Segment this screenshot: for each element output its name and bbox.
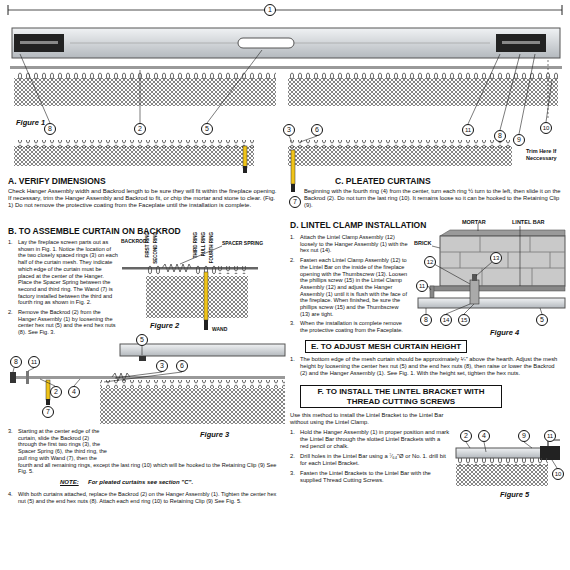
instruction-text: 1. [290, 429, 295, 436]
section-heading: E. TO ADJUST MESH CURTAIN HEIGHT [305, 340, 467, 354]
instruction-text: When the installation is complete remove… [300, 320, 408, 333]
part-label: MORTAR [462, 219, 486, 226]
instruction-text: 1. [8, 239, 13, 246]
callout-number: 5 [536, 314, 548, 326]
note-label: NOTE: [60, 479, 79, 486]
callout-number: 6 [311, 124, 323, 136]
section-heading: F. TO INSTALL THE LINTEL BRACKET WITH TH… [300, 385, 502, 408]
section-heading: D. LINTEL CLAMP INSTALLATION [290, 220, 426, 230]
part-label: Trim Here If Neccessary [526, 148, 568, 161]
instruction-text: Remove the Backrod (2) from the Hanger A… [18, 309, 118, 336]
instruction-text: 3. [290, 470, 295, 477]
instruction-text: 3. [8, 428, 13, 435]
instruction-text: 4. [8, 491, 13, 498]
callout-number: 9 [518, 430, 530, 442]
instruction-text: Hold the Hanger Assembly (1) in proper p… [300, 429, 450, 450]
callout-number: 8 [420, 314, 432, 326]
figure-5 [456, 440, 560, 486]
callout-number: 2 [134, 123, 146, 135]
figure-caption: Figure 4 [490, 328, 519, 337]
instruction-text: 3. [290, 320, 295, 327]
callout-number: 2 [460, 430, 472, 442]
part-label: SECOND RING [154, 232, 159, 264]
callout-number: 4 [478, 430, 490, 442]
instruction-text: Beginning with the fourth ring (4) from … [304, 188, 562, 209]
instruction-text: Starting at the center edge of the curta… [18, 428, 280, 475]
callout-number: 1 [264, 4, 276, 16]
figure-1 [8, 5, 562, 192]
callout-number: 8 [44, 123, 56, 135]
callout-number: 7 [289, 196, 301, 208]
instruction-text: Lay the fireplace screen parts out as sh… [18, 239, 118, 306]
callout-number: 10 [552, 468, 564, 480]
instruction-text: 2. [290, 453, 295, 460]
callout-number: 2 [50, 386, 62, 398]
figure-caption: Figure 3 [200, 430, 229, 439]
instruction-text: Check Hanger Assembly width and Backrod … [8, 188, 278, 210]
part-label: PULL RING [202, 232, 207, 256]
figure-3 [10, 344, 285, 424]
callout-number: 11 [28, 356, 40, 368]
instruction-text: 1. [290, 234, 295, 241]
note-text: For pleated curtains see section "C". [88, 479, 193, 486]
instruction-text: Fasten each Lintel Clamp Assembly (12) t… [300, 257, 408, 317]
callout-number: 5 [136, 334, 148, 346]
section-heading: A. VERIFY DIMENSIONS [8, 176, 106, 186]
callout-number: 11 [416, 280, 428, 292]
part-label: FIRST RING [146, 232, 151, 258]
callout-number: 14 [440, 314, 452, 326]
callout-number: 3 [283, 124, 295, 136]
figure-4 [418, 224, 565, 314]
callout-number: 10 [540, 122, 552, 134]
callout-number: 6 [176, 360, 188, 372]
instruction-text: 2. [8, 309, 13, 316]
callout-number: 3 [156, 360, 168, 372]
part-label: WAND [212, 326, 227, 332]
callout-number: 4 [68, 386, 80, 398]
instruction-text: 1. [290, 356, 295, 363]
instruction-text: Drill holes in the Lintel Bar using a ⁷⁄… [300, 453, 450, 467]
part-label: THIRD RING [194, 232, 199, 258]
instruction-text: The bottom edge of the mesh curtain shou… [300, 356, 562, 377]
callout-number: 5 [201, 123, 213, 135]
callout-number: 8 [494, 130, 506, 142]
wrap-spacer [108, 428, 280, 456]
figure-caption: Figure 1 [16, 118, 45, 127]
instruction-text: Use this method to install the Lintel Br… [290, 412, 450, 426]
instruction-text: With both curtains attached, replace the… [18, 491, 280, 504]
callout-number: 9 [513, 134, 525, 146]
instruction-text: Attach the Lintel Clamp Assembly (12) lo… [300, 234, 408, 254]
part-label: LINTEL BAR [512, 219, 545, 226]
part-label: FOURTH RING [210, 232, 215, 263]
callout-number: 12 [424, 256, 436, 268]
callout-number: 8 [10, 356, 22, 368]
figure-caption: Figure 5 [500, 490, 529, 499]
part-label: BRICK [414, 240, 431, 247]
figure-caption: Figure 2 [150, 321, 179, 330]
callout-number: 7 [42, 406, 54, 418]
callout-number: 13 [490, 252, 502, 264]
callout-number: 11 [544, 430, 556, 442]
part-label: SPACER SPRING [222, 240, 263, 246]
figure-2 [122, 246, 258, 330]
section-heading: C. PLEATED CURTAINS [335, 176, 431, 186]
instruction-text: Fasten the Lintel Brackets to the Lintel… [300, 470, 450, 484]
part-label: BACKROD [121, 238, 147, 244]
callout-number: 11 [462, 124, 474, 136]
instruction-text: 2. [290, 257, 295, 264]
callout-number: 15 [458, 314, 470, 326]
